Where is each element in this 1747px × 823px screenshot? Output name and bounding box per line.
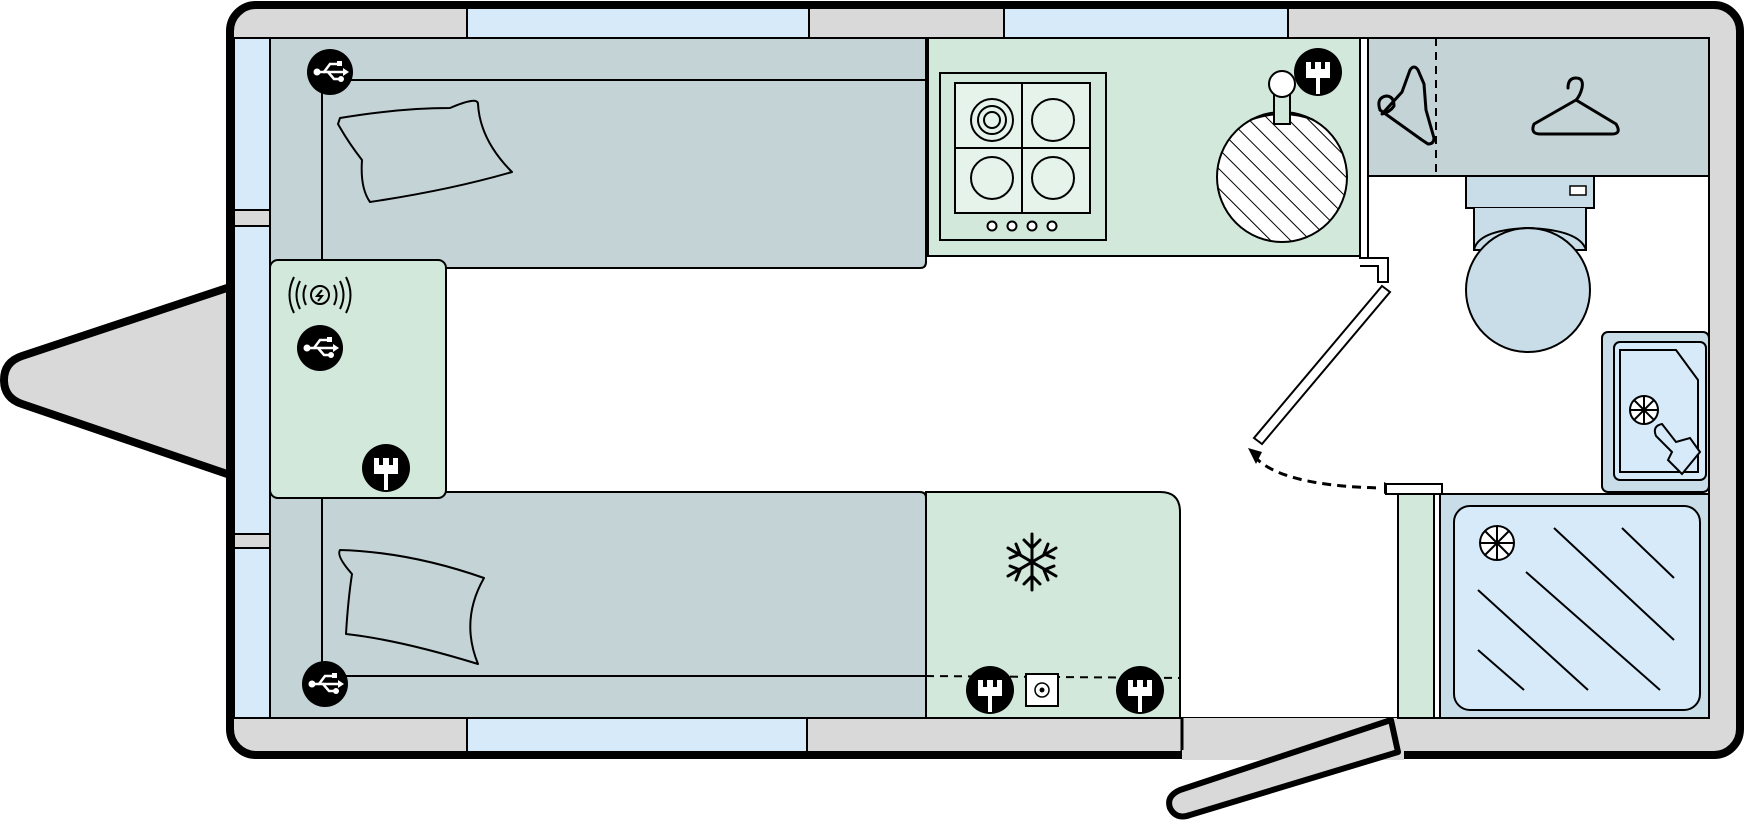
window-top-left: [466, 7, 810, 39]
gas-hob-icon[interactable]: [939, 72, 1107, 241]
window-front-mid-divider: [233, 209, 271, 227]
coat-hanger-icon: [1377, 65, 1436, 146]
window-top-right: [1003, 7, 1289, 39]
wireless-charging-icon: [288, 276, 352, 314]
window-bottom-left: [466, 717, 808, 753]
window-front-lower-divider: [233, 533, 271, 549]
front-chest-console[interactable]: [269, 259, 447, 499]
tow-a-frame: [0, 281, 240, 481]
wardrobe[interactable]: [1365, 37, 1710, 177]
plug-socket-icon: [362, 444, 410, 492]
basin-icon[interactable]: [1601, 331, 1710, 493]
window-front-middle: [233, 225, 271, 535]
snowflake-icon: [1006, 532, 1058, 592]
usb-icon: [307, 49, 353, 95]
washroom-wall-post: [1397, 493, 1435, 719]
fridge-unit[interactable]: [925, 491, 1181, 719]
shower-tray-icon[interactable]: [1439, 493, 1710, 719]
cushion-icon: [338, 549, 485, 665]
usb-icon: [302, 661, 348, 707]
coat-hanger-icon: [1531, 76, 1620, 136]
washroom-door[interactable]: [1252, 284, 1392, 446]
window-front-upper: [233, 37, 271, 211]
plug-socket-icon: [1116, 666, 1164, 714]
tv-point-icon: [1025, 673, 1059, 707]
entrance-door[interactable]: [1166, 717, 1401, 820]
washroom-door-frame: [1385, 483, 1443, 495]
sofa-top[interactable]: [269, 37, 927, 269]
plug-socket-icon: [1294, 48, 1342, 96]
toilet-icon[interactable]: [1465, 175, 1595, 353]
sink-icon[interactable]: [1216, 70, 1348, 243]
window-front-lower: [233, 547, 271, 719]
door-swing-arrow: [1252, 454, 1383, 490]
plug-socket-icon: [966, 666, 1014, 714]
usb-icon: [297, 325, 343, 371]
washroom-partition: [1359, 37, 1389, 283]
cushion-icon: [337, 99, 513, 203]
